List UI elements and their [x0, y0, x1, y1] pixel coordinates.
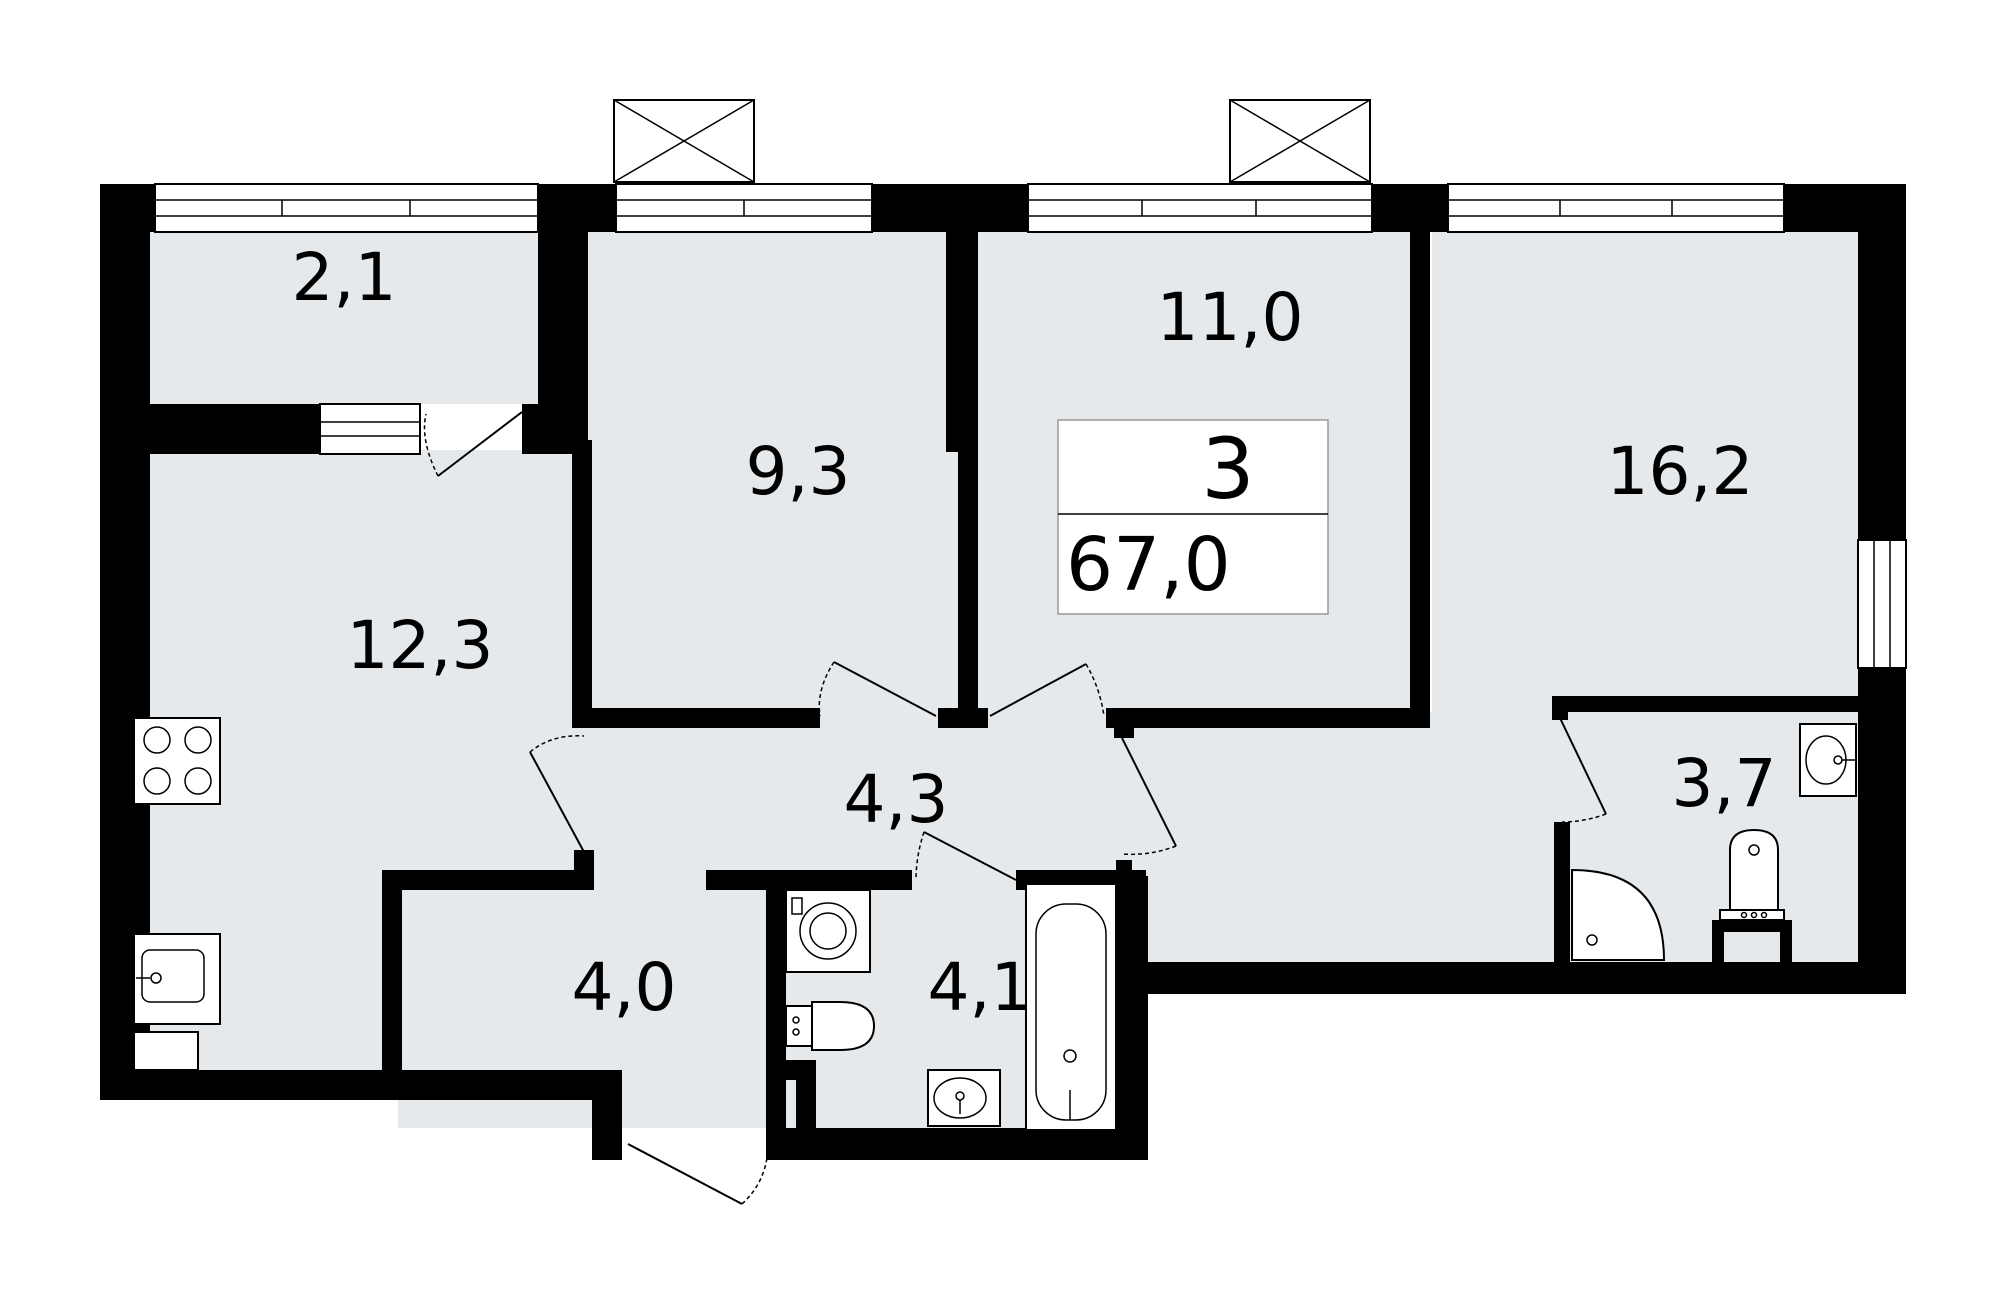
kitchen-sink-icon [133, 933, 221, 1025]
washing-machine-icon [785, 889, 871, 973]
walls [100, 184, 1906, 1160]
washbasin-icon [927, 1069, 1001, 1127]
wall-shower-left [1554, 822, 1570, 964]
wall-bath-top-left [706, 870, 912, 890]
area-bedroom-middle: 11,0 [1157, 279, 1304, 356]
wall-entrance-left-stub [592, 1070, 622, 1160]
bathtub-icon [1025, 883, 1117, 1131]
wall-outer-bottom-left [100, 1070, 620, 1100]
door-balcony-icon [423, 411, 523, 477]
door-shower-icon [1559, 717, 1607, 823]
bedroom-small-floor [588, 232, 958, 712]
balcony-floor [150, 232, 540, 404]
shower-tray-icon [1571, 868, 1666, 961]
area-hall: 4,3 [844, 761, 949, 838]
wall-bath-bottom [766, 1128, 1148, 1160]
door-kitchen-icon [529, 735, 585, 853]
window-living-top [1447, 183, 1785, 233]
door-bathroom-icon [915, 831, 1017, 881]
area-bathroom: 4,1 [928, 949, 1033, 1026]
area-entrance-hall: 4,0 [572, 949, 677, 1026]
door-bedroom-small-icon [818, 661, 937, 717]
wall-balcony-right [538, 184, 588, 454]
room-labels: 2,1 9,3 11,0 16,2 12,3 4,3 4,0 4,1 3,7 [292, 239, 1777, 1026]
wall-bedroom1-2-lower [958, 440, 978, 728]
stove-icon [133, 717, 221, 805]
wall-kitchen-bedroom [572, 440, 592, 722]
wall-bath-left [766, 870, 786, 1160]
shower-stand [1712, 920, 1792, 932]
wall-bedroom2-bottom [1106, 708, 1430, 728]
area-kitchen: 12,3 [347, 607, 494, 684]
balcony-door-frame [319, 403, 421, 455]
area-balcony: 2,1 [292, 239, 397, 316]
fridge-icon [133, 1031, 199, 1071]
ac-units [613, 99, 1371, 183]
area-shower-room: 3,7 [1672, 745, 1777, 822]
rooms-count: 3 [1201, 420, 1254, 518]
doors [423, 411, 1607, 1205]
wall-outer-right-upper [1858, 184, 1906, 540]
wall-outer-bottom-right [1120, 962, 1906, 994]
windows [154, 183, 1907, 669]
shower-toilet-icon [1719, 828, 1785, 921]
wall-outer-top-left [100, 184, 155, 232]
wall-shower-top [1564, 696, 1860, 712]
ac-unit-icon [1229, 99, 1371, 183]
wall-hall-stub [1114, 708, 1134, 738]
wall-top-c [1372, 184, 1448, 232]
wall-bedroom1-bottom [572, 708, 820, 728]
wall-bed12-stub [938, 708, 988, 728]
wall-bedroom2-right [1410, 232, 1430, 728]
area-bedroom-small: 9,3 [746, 433, 851, 510]
wall-top-b [872, 184, 1028, 232]
window-bedroom-middle [1027, 183, 1373, 233]
wall-kitchen-entrance [382, 870, 594, 890]
wall-hall-kitchen-stub [574, 850, 594, 890]
wall-bath-left-box [796, 1060, 816, 1130]
toilet-icon [785, 1001, 876, 1051]
shower-stand-right [1780, 920, 1792, 964]
door-entrance-icon [627, 1143, 769, 1205]
wall-hall-east-vert [1116, 860, 1132, 970]
wall-bedroom1-2 [946, 232, 978, 452]
shower-washbasin-icon [1799, 723, 1857, 797]
area-living-room: 16,2 [1607, 433, 1754, 510]
window-living-side [1857, 539, 1907, 669]
total-area: 67,0 [1066, 522, 1231, 608]
wall-balcony-bottom-left [150, 404, 320, 454]
wall-shower-top-stub [1552, 696, 1568, 720]
wall-kitchen-entrance-vert [382, 870, 402, 1080]
apartment-badge: 3 67,0 [1057, 419, 1329, 615]
window-balcony [154, 183, 539, 233]
wall-outer-right-lower [1858, 668, 1906, 994]
door-bedroom-middle-icon [989, 663, 1105, 717]
shower-stand-left [1712, 920, 1724, 964]
hall-east-floor [1132, 712, 1564, 962]
door-living-icon [1121, 737, 1177, 856]
ac-unit-icon [613, 99, 755, 183]
